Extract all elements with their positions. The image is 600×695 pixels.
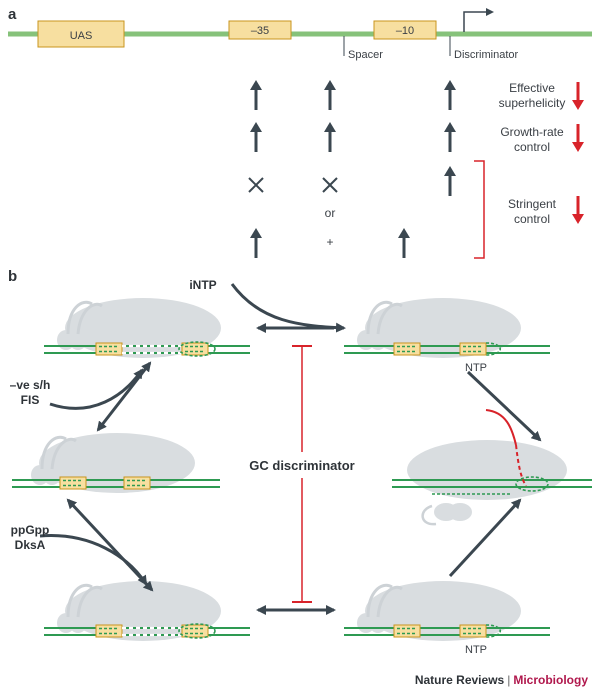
up-arrow-icon <box>322 78 338 112</box>
stringent-bracket <box>474 160 485 259</box>
minus35-label: –35 <box>251 25 269 37</box>
footer-separator: | <box>507 673 511 687</box>
transcription-start-arrow-icon <box>463 8 494 32</box>
stringent-label-1: Stringent <box>508 197 557 211</box>
arrow-to-elongation-bottom <box>448 498 522 578</box>
intp-label: iNTP <box>189 278 216 292</box>
up-arrow-icon <box>396 226 412 260</box>
double-arrow-left-upper <box>96 361 152 432</box>
ntp-label-bottom: NTP <box>465 644 487 656</box>
superhelicity-curved-arrow <box>49 368 144 410</box>
effective-label-1: Effective <box>509 81 555 95</box>
discriminator-label: Discriminator <box>454 49 519 61</box>
spacer-label: Spacer <box>348 49 383 61</box>
ppgpp-curved-arrow <box>39 534 148 586</box>
minus10-element: –10 <box>373 20 437 40</box>
rnap-complex-3 <box>12 431 220 495</box>
up-arrow-icon <box>442 120 458 154</box>
rnap-complex-5 <box>44 579 250 643</box>
journal-footer: Nature Reviews|Microbiology <box>415 673 588 687</box>
minus10-label: –10 <box>396 25 414 37</box>
dksa-label: DksA <box>15 538 46 552</box>
rnap-complex-4 <box>392 409 592 526</box>
effective-label-2: superhelicity <box>499 96 566 110</box>
journal-section: Microbiology <box>513 673 588 687</box>
up-arrow-icon <box>248 226 264 260</box>
cross-icon <box>248 177 264 193</box>
up-arrow-icon <box>442 78 458 112</box>
fis-label: FIS <box>21 393 40 407</box>
panel-b-label: b <box>8 268 17 285</box>
red-down-arrow-icon <box>570 194 586 226</box>
gc-discriminator-inhibition <box>292 345 312 603</box>
plus-label: + <box>326 235 333 249</box>
cross-icon <box>322 177 338 193</box>
journal-name: Nature Reviews <box>414 673 505 687</box>
arrow-to-elongation-top <box>466 370 542 442</box>
or-label: or <box>325 206 336 220</box>
uas-element: UAS <box>37 20 125 48</box>
intp-curved-arrow <box>230 283 346 333</box>
growth-rate-label-1: Growth-rate <box>500 125 564 139</box>
up-arrow-icon <box>442 164 458 198</box>
gc-discriminator-label: GC discriminator <box>249 458 354 473</box>
ntp-label-top: NTP <box>465 362 487 374</box>
neg-sh-label: –ve s/h <box>10 378 51 392</box>
uas-label: UAS <box>70 30 93 42</box>
rnap-complex-2: NTP <box>344 296 550 374</box>
growth-rate-label-2: control <box>514 140 550 154</box>
stringent-label-2: control <box>514 212 550 226</box>
red-down-arrow-icon <box>570 80 586 112</box>
up-arrow-icon <box>248 78 264 112</box>
minus35-element: –35 <box>228 20 292 40</box>
rnap-complex-6: NTP <box>344 579 550 656</box>
panel-a-label: a <box>8 6 17 23</box>
ppgpp-label: ppGpp <box>11 523 50 537</box>
up-arrow-icon <box>248 120 264 154</box>
rnap-complex-1 <box>44 296 250 360</box>
up-arrow-icon <box>322 120 338 154</box>
red-down-arrow-icon <box>570 122 586 154</box>
